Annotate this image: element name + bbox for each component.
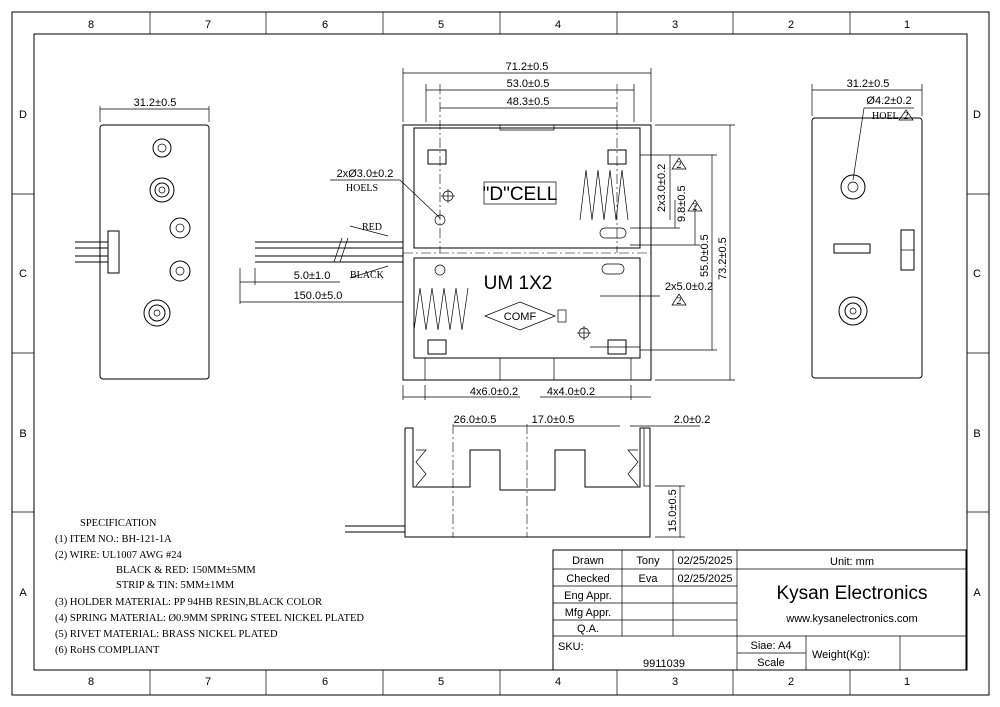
zone-col-label: 2: [788, 19, 794, 31]
unit-label: Unit: mm: [830, 556, 874, 568]
zone-row-label: B: [19, 428, 26, 440]
zone-col-label: 4: [555, 19, 561, 31]
outer-height-dim: 73.2±0.5: [717, 237, 729, 280]
tab2-width-dim: 4x4.0±0.2: [547, 386, 595, 398]
cell-size-label: "D"CELL: [483, 184, 558, 205]
side-view: [345, 424, 700, 538]
spec-line: BLACK & RED: 150MM±5MM: [116, 565, 256, 576]
left-end-view: [75, 106, 210, 380]
rev-flag-number: 2: [677, 296, 682, 307]
zone-row-label: D: [973, 109, 981, 121]
tb-row-name: Eva: [639, 573, 659, 585]
rev-flag-icon: [898, 109, 914, 121]
tb-row-label: Q.A.: [577, 623, 599, 635]
right-end-view: [811, 84, 923, 379]
tb-row-name: Tony: [636, 555, 660, 567]
tb-row-label: Mfg Appr.: [565, 607, 611, 619]
contact-spacing-dim: 48.3±0.5: [507, 96, 550, 108]
front-view: [239, 68, 735, 400]
company-name: Kysan Electronics: [776, 583, 927, 604]
rev-flag-icon: [687, 199, 703, 212]
tab-width-dim: 4x6.0±0.2: [470, 386, 518, 398]
inner-frame: [33, 33, 968, 671]
inner-height-dim: 55.0±0.5: [699, 234, 711, 277]
zone-col-label: 6: [322, 676, 328, 688]
zone-col-label: 5: [438, 19, 444, 31]
zone-row-label: B: [973, 428, 980, 440]
side-dim-b: 17.0±0.5: [532, 414, 575, 426]
overall-length-dim: 71.2±0.5: [506, 61, 549, 73]
hole-diameter-dim: Ø4.2±0.2: [866, 95, 911, 107]
zone-col-label: 2: [788, 676, 794, 688]
holes-dim: 2xØ3.0±0.2: [337, 168, 394, 180]
holes-note: HOELS: [346, 183, 378, 194]
tb-row-date: 02/25/2025: [677, 555, 732, 567]
zone-col-label: 1: [904, 19, 910, 31]
rev-flag-number: 2: [693, 202, 698, 213]
zone-col-label: 4: [555, 676, 561, 688]
rev-flag-icon: [671, 293, 687, 306]
zone-ticks: [12, 12, 989, 695]
left-width-dim: 31.2±0.5: [134, 97, 177, 109]
spec-line: (3) HOLDER MATERIAL: PP 94HB RESIN,BLACK…: [55, 597, 322, 608]
side-dim-a: 26.0±0.5: [454, 414, 497, 426]
spec-line: (1) ITEM NO.: BH-121-1A: [55, 534, 172, 545]
brand-logo-label: COMF: [504, 311, 537, 323]
zone-col-label: 7: [205, 676, 211, 688]
zone-row-label: C: [19, 268, 27, 280]
hole-note: HOEL: [872, 111, 899, 122]
weight-label: Weight(Kg):: [812, 649, 870, 661]
sheet-size: Siae: A4: [751, 640, 792, 652]
spec-line: (6) RoHS COMPLIANT: [55, 645, 160, 656]
zone-row-label: A: [973, 587, 981, 599]
side-height-dim: 15.0±0.5: [667, 489, 679, 532]
slot2-dim: 2x5.0±0.2: [665, 281, 713, 293]
zone-col-label: 3: [672, 676, 678, 688]
zone-col-label: 6: [322, 19, 328, 31]
wire-length-dim: 150.0±5.0: [294, 290, 343, 302]
slot-width-dim: 2x3.0±0.2: [656, 164, 668, 212]
slot-position-dim: 9.8±0.5: [676, 185, 688, 222]
sku-value: 9911039: [643, 658, 685, 670]
zone-col-label: 3: [672, 19, 678, 31]
spec-line: (5) RIVET MATERIAL: BRASS NICKEL PLATED: [55, 629, 278, 640]
right-width-dim: 31.2±0.5: [847, 78, 890, 90]
strip-length-dim: 5.0±1.0: [294, 270, 331, 282]
tb-row-date: 02/25/2025: [677, 573, 732, 585]
rev-flag-number: 2: [904, 111, 909, 122]
sku-label: SKU:: [558, 641, 584, 653]
red-wire-label: RED: [362, 222, 382, 233]
cell-config-label: UM 1X2: [484, 273, 553, 294]
zone-col-label: 5: [438, 676, 444, 688]
black-wire-label: BLACK: [350, 270, 385, 281]
spring-top-icon: [579, 169, 629, 221]
zone-col-label: 7: [205, 19, 211, 31]
tb-row-label: Drawn: [572, 555, 604, 567]
spring-bottom-icon: [413, 287, 469, 331]
inner-length-dim: 53.0±0.5: [507, 78, 550, 90]
rev-flag-icon: [671, 157, 687, 170]
spec-line: (4) SPRING MATERIAL: Ø0.9MM SPRING STEEL…: [55, 613, 364, 624]
zone-col-label: 1: [904, 676, 910, 688]
spec-title: SPECIFICATION: [80, 518, 157, 529]
scale-label: Scale: [757, 657, 785, 669]
zone-col-label: 8: [88, 676, 94, 688]
spec-line: STRIP & TIN: 5MM±1MM: [116, 580, 235, 591]
spec-line: (2) WIRE: UL1007 AWG #24: [55, 550, 182, 561]
tb-row-label: Checked: [566, 573, 609, 585]
company-website: www.kysanelectronics.com: [785, 613, 917, 625]
zone-row-label: C: [973, 268, 981, 280]
title-block: [552, 549, 967, 671]
zone-col-label: 8: [88, 19, 94, 31]
zone-row-label: D: [19, 109, 27, 121]
side-dim-c: 2.0±0.2: [674, 414, 711, 426]
rev-flag-number: 2: [677, 160, 682, 171]
outer-frame: [11, 11, 990, 696]
tb-row-label: Eng Appr.: [564, 590, 612, 602]
zone-row-label: A: [19, 587, 27, 599]
